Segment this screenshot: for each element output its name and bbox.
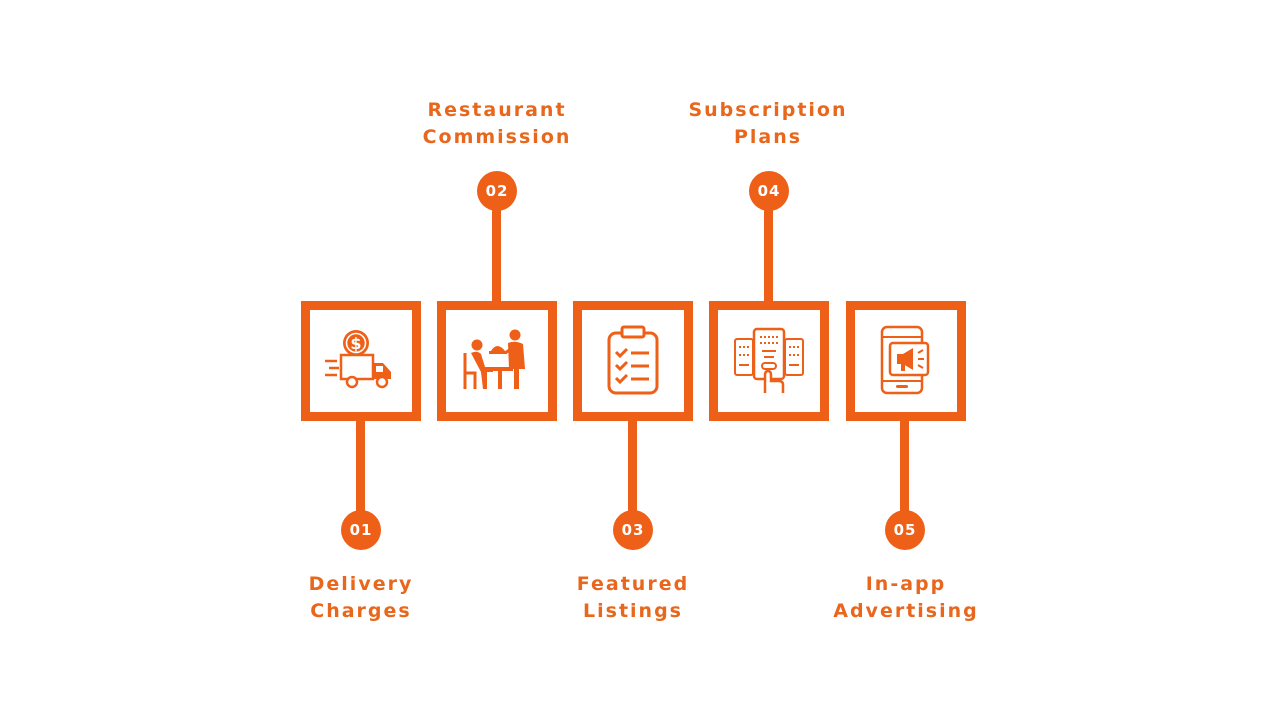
step-01-box: $ — [301, 301, 421, 421]
step-04-label-line2: Plans — [733, 126, 803, 148]
clipboard-checklist-icon — [607, 325, 659, 395]
step-03-label: Featured Listings — [533, 571, 733, 625]
pricing-plans-icon — [734, 327, 804, 393]
step-03-connector — [628, 420, 637, 512]
step-02-badge: 02 — [477, 171, 517, 211]
step-03-badge: 03 — [613, 510, 653, 550]
step-03-label-line1: Featured — [576, 573, 690, 595]
svg-text:$: $ — [350, 334, 361, 353]
step-01-label-line1: Delivery — [308, 573, 414, 595]
step-02-box — [437, 301, 557, 421]
step-05-badge: 05 — [885, 510, 925, 550]
step-05-label-line1: In-app — [865, 573, 947, 595]
step-02-label: Restaurant Commission — [397, 97, 597, 151]
restaurant-waiter-icon — [463, 329, 525, 389]
step-01-label-line2: Charges — [310, 600, 412, 622]
step-01-badge: 01 — [341, 510, 381, 550]
step-04-label: Subscription Plans — [668, 97, 868, 151]
step-02-label-line1: Restaurant — [427, 99, 567, 121]
step-02-connector — [492, 210, 501, 302]
step-05-box — [846, 301, 966, 421]
step-05-label-line2: Advertising — [833, 600, 979, 622]
delivery-truck-money-icon: $ — [325, 330, 391, 389]
step-03-label-line2: Listings — [583, 600, 683, 622]
step-04-connector — [764, 210, 773, 302]
step-01-label: Delivery Charges — [261, 571, 461, 625]
step-02-label-line2: Commission — [422, 126, 572, 148]
mobile-advertising-icon — [880, 325, 930, 395]
step-03-box — [573, 301, 693, 421]
step-05-label: In-app Advertising — [806, 571, 1006, 625]
step-01-connector — [356, 420, 365, 512]
step-04-box — [709, 301, 829, 421]
step-04-badge: 04 — [749, 171, 789, 211]
step-04-label-line1: Subscription — [688, 99, 848, 121]
step-05-connector — [900, 420, 909, 512]
